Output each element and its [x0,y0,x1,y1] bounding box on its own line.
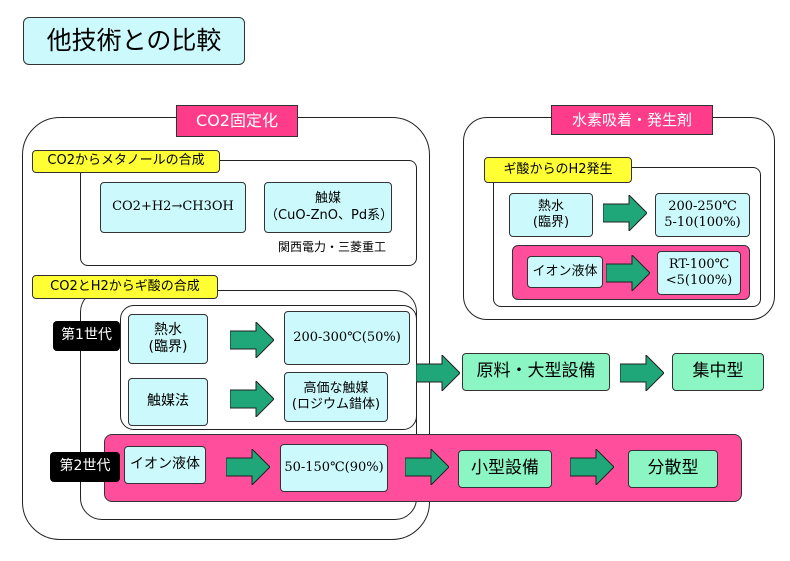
arrow-h2a-icon [603,195,647,231]
gen1-catalyst: 触媒法 [128,378,208,426]
h2-sub-header: ギ酸からのH2発生 [484,157,632,183]
gen2-ionic-liquid-result: 50-150℃(90%) [280,444,388,492]
arrow-to-centralized-icon [620,355,664,391]
methanol-catalyst: 触媒 （CuO-ZnO、Pd系） [264,182,393,233]
arrow-gen1b-icon [230,381,274,417]
co2-section-header: CO2固定化 [176,105,298,137]
arrow-to-distributed-icon [570,449,614,485]
arrow-to-small-facility-icon [405,449,449,485]
h2-hot-water-result: 200-250℃ 5-10(100%) [655,193,750,237]
h2-ionic-liquid: イオン液体 [527,256,603,288]
arrow-gen2a-icon [226,449,270,485]
gen1-label: 第1世代 [53,321,120,351]
methanol-header: CO2からメタノールの合成 [32,150,220,173]
gen1-hot-water: 熱水 (臨界) [128,314,208,364]
arrow-to-large-facility-icon [416,355,460,391]
arrow-gen1a-icon [230,322,274,358]
page-title: 他技術との比較 [23,17,245,65]
distributed-box: 分散型 [628,450,718,488]
h2-ionic-liquid-result: RT-100℃ <5(100%) [657,251,741,295]
large-facility-box: 原料・大型設備 [462,353,610,391]
h2-section-header: 水素吸着・発生剤 [551,105,713,135]
centralized-box: 集中型 [672,353,764,391]
h2-hot-water: 熱水 (臨界) [509,193,593,237]
formic-header: CO2とH2からギ酸の合成 [32,275,218,299]
gen1-catalyst-result: 高価な触媒 (ロジウム錯体) [284,372,388,422]
arrow-h2b-icon [606,255,650,291]
methanol-org: 関西電力・三菱重工 [277,239,386,254]
gen2-label: 第2世代 [50,452,120,482]
methanol-reaction: CO2+H2→CH3OH [100,182,246,233]
small-facility-box: 小型設備 [458,450,552,488]
gen1-hot-water-result: 200-300℃(50%) [284,311,410,365]
gen2-ionic-liquid: イオン液体 [124,446,206,484]
